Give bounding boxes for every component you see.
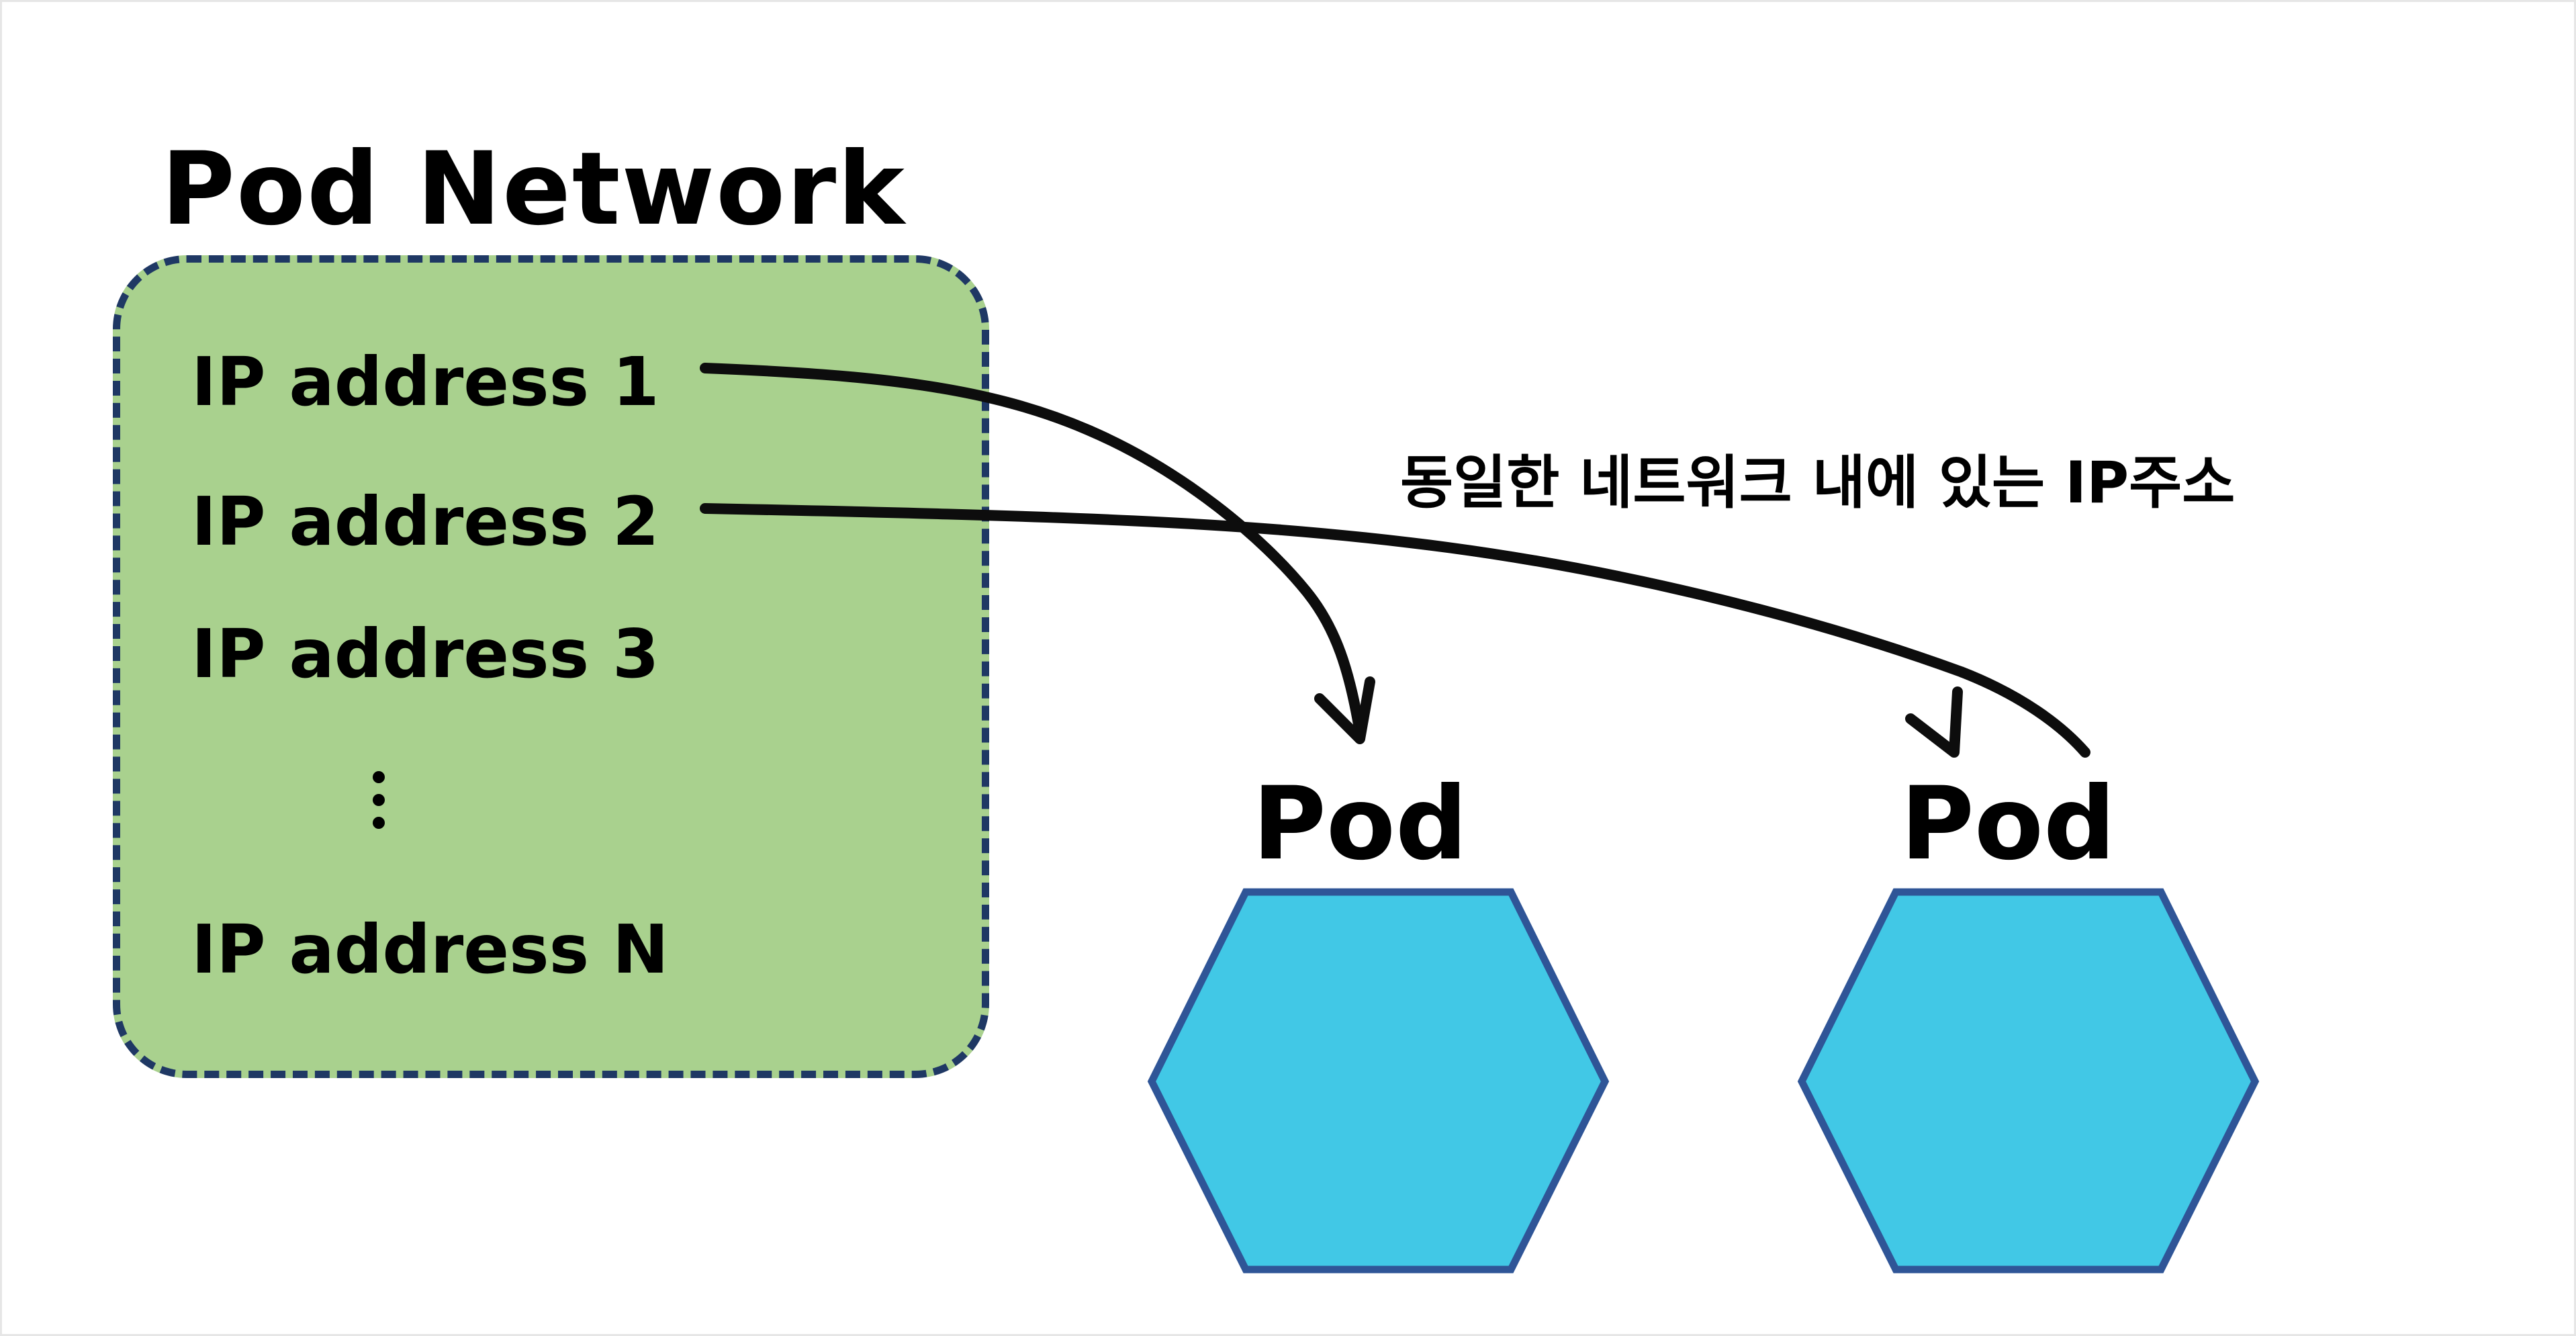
same-network-annotation: 동일한 네트워크 내에 있는 IP주소	[1400, 449, 2236, 517]
ip-address-3: IP address 3	[191, 615, 659, 693]
ip-address-1: IP address 1	[191, 343, 659, 421]
pod-network-box	[113, 255, 989, 1078]
pod-label-1: Pod	[1252, 766, 1468, 883]
pod-hexagon-2	[1797, 888, 2260, 1274]
arrow-ip1-to-pod1	[700, 363, 1365, 738]
ip-address-n: IP address N	[191, 910, 669, 989]
pod-network-title: Pod Network	[161, 131, 906, 248]
arrow-ip2-to-pod2	[700, 503, 2090, 758]
ip-address-2: IP address 2	[191, 482, 659, 561]
vertical-ellipsis-icon	[373, 771, 389, 840]
pod-label-2: Pod	[1900, 766, 2116, 883]
pod-hexagon-1	[1147, 888, 1610, 1274]
arrow-head-pod2	[1905, 686, 1963, 758]
arrow-head-pod1	[1314, 676, 1375, 744]
